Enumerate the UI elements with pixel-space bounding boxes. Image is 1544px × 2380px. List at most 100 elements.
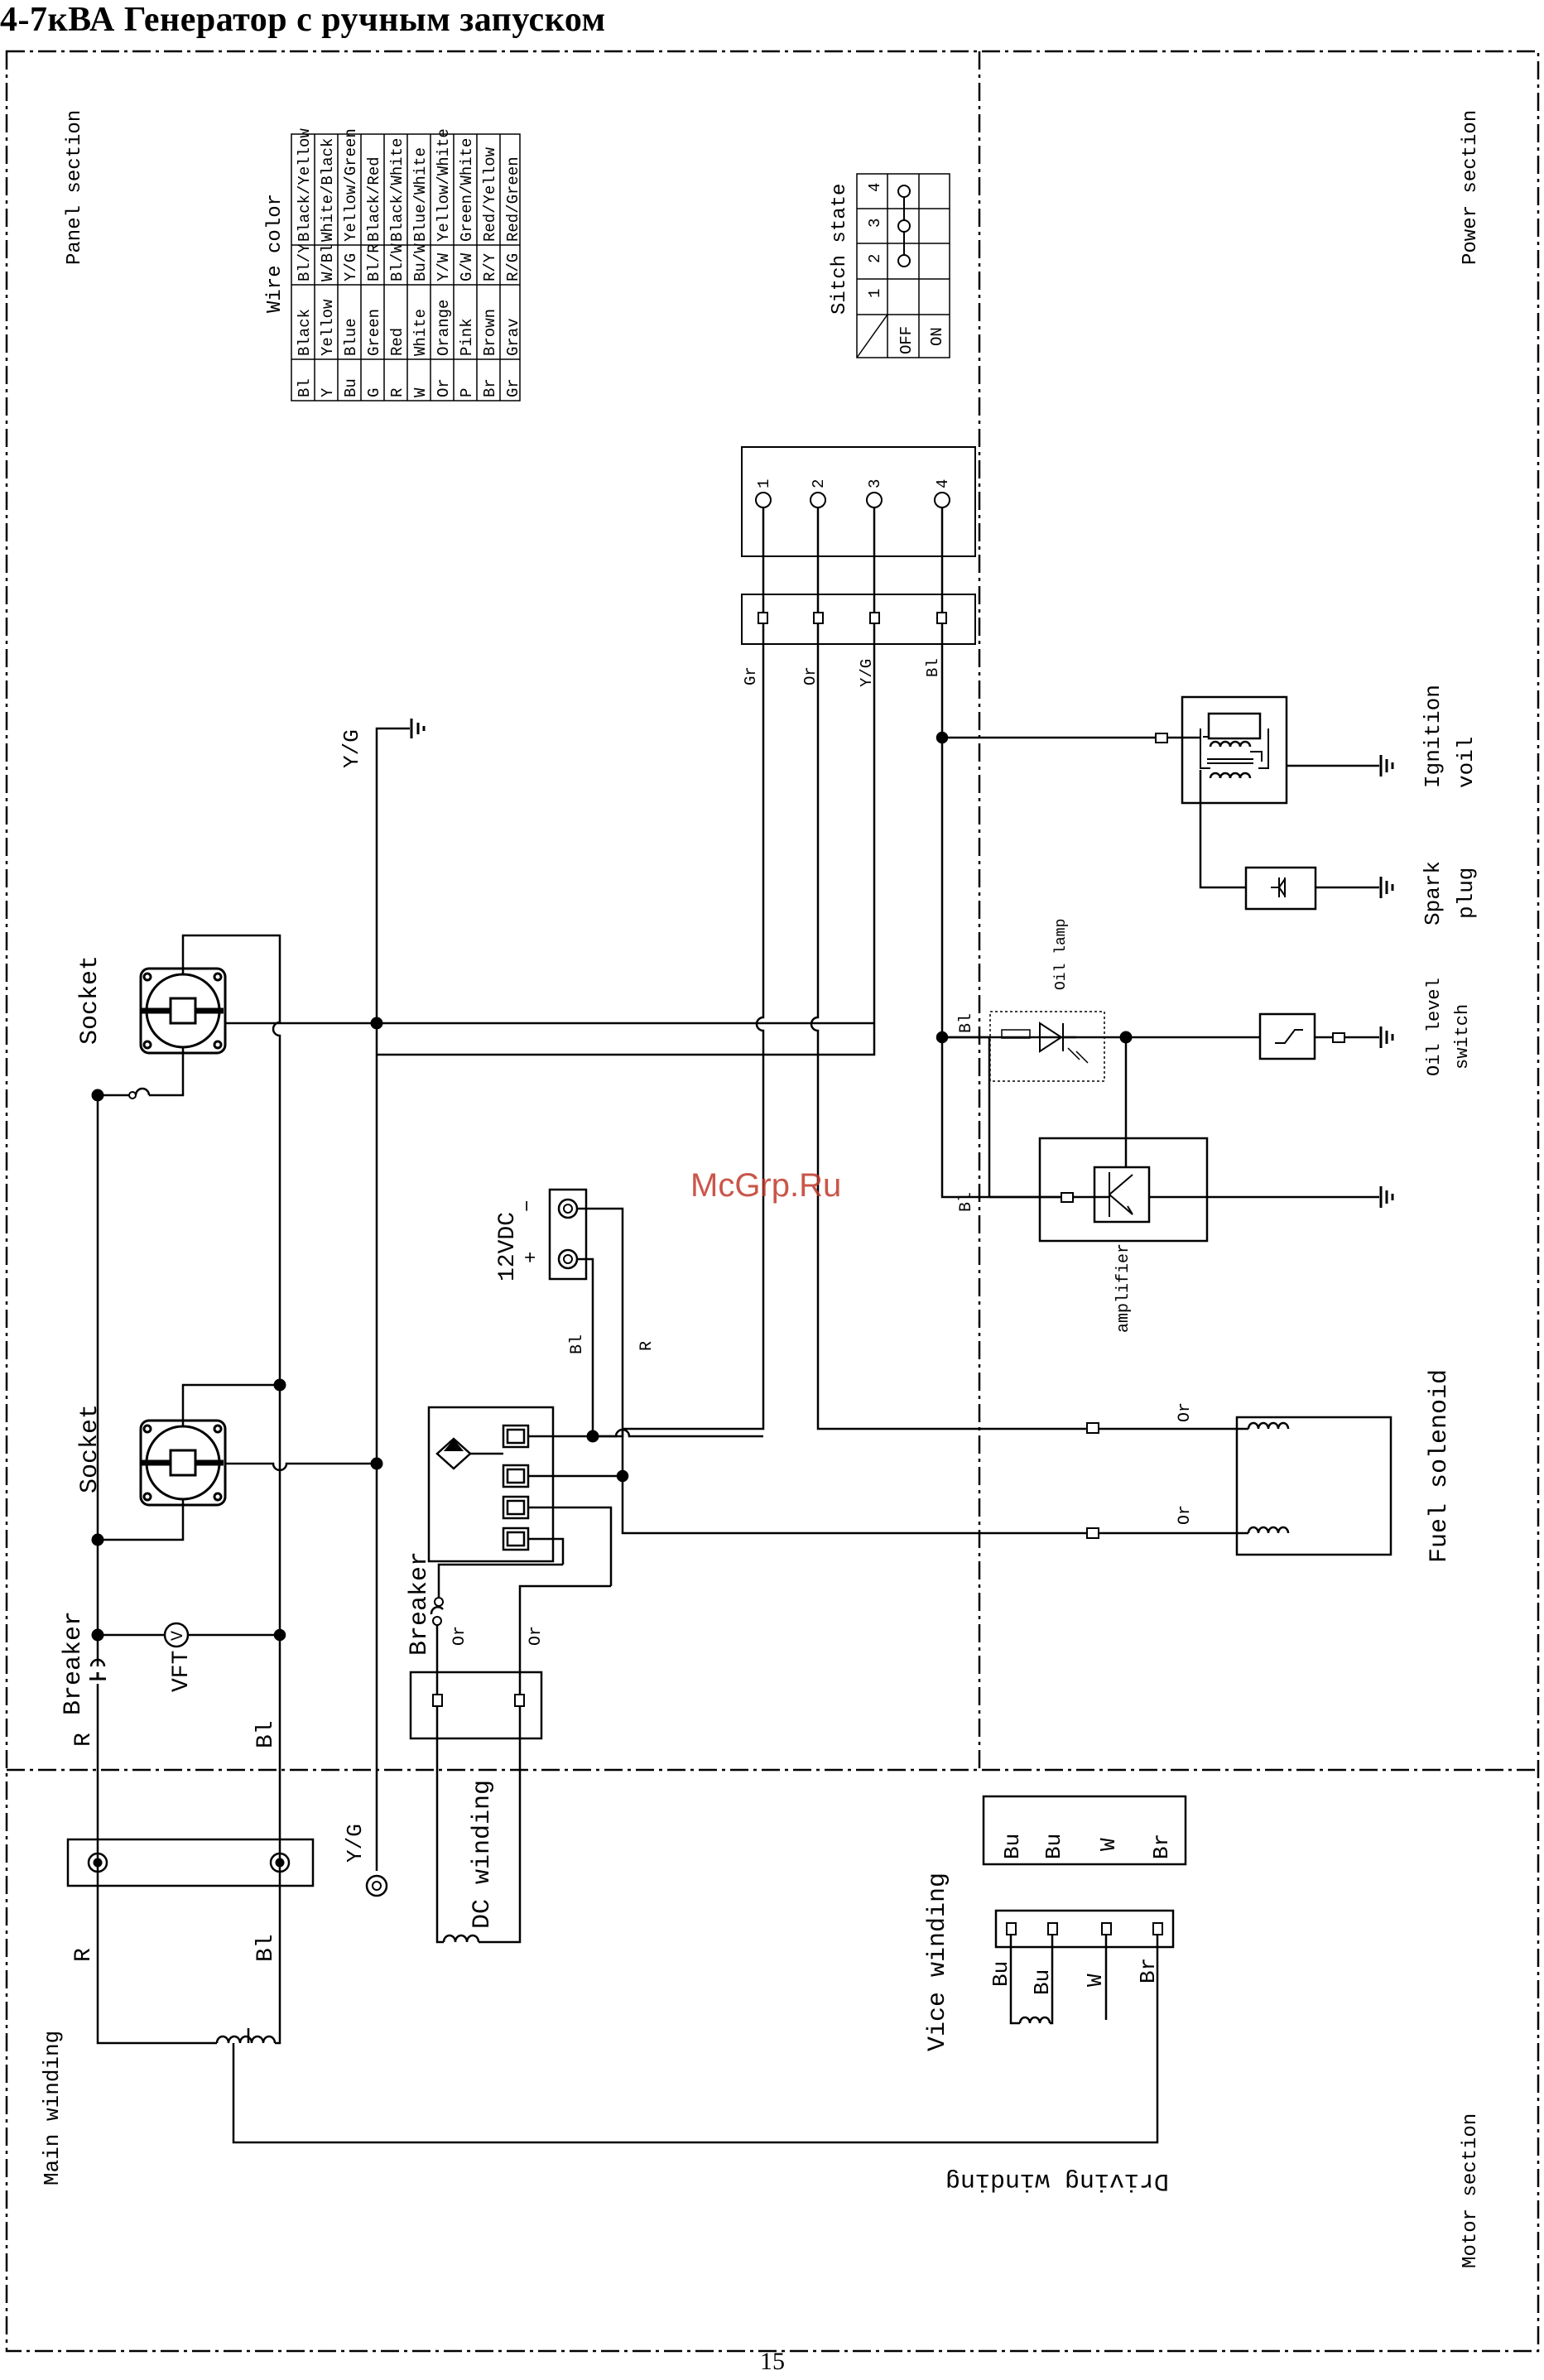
wire-label-yg-bottom: Y/G [343, 1824, 368, 1863]
wire-color-table-title: Wire color [264, 194, 286, 313]
spark-plug: Spark plug [1244, 861, 1479, 926]
wire-color-cell: R/G [504, 253, 522, 281]
voltmeter: VFT V [91, 1622, 280, 1692]
wire-label-fuel-or-2: Or [1176, 1505, 1195, 1525]
rectifier [427, 1406, 623, 1695]
wire-color-cell: W/Bl [319, 243, 337, 281]
section-frame [5, 50, 1540, 2353]
ignition-coil-label-line2: voil [1454, 737, 1479, 788]
wire-color-cell: Red/Green [504, 156, 522, 242]
wire-color-cell: Black/White [388, 138, 406, 242]
wire-label-dc-or-1: Or [450, 1626, 469, 1646]
switch-state-title: Sitch state [829, 184, 851, 315]
vice-box-label-4: Br [1149, 1834, 1174, 1859]
vice-box-label-3: W [1096, 1838, 1121, 1851]
wire-color-cell: Blue [342, 318, 360, 356]
wire-color-table: Wire color BlBlackBl/YBlack/YellowYYello… [264, 128, 522, 401]
wire-color-cell: Black/Yellow [296, 128, 314, 242]
wire-color-cell: Bu/W [411, 243, 430, 281]
wire-label-bl-lower: Bl [253, 1934, 279, 1962]
main-rails [96, 1095, 286, 1863]
wire-label-dc-or-2: Or [527, 1626, 546, 1646]
fuel-solenoid-label: Fuel solenoid [1426, 1369, 1454, 1563]
switch-col-2: 2 [866, 254, 884, 263]
vice-winding-label: Vice winding [924, 1873, 952, 2051]
battery-minus: − [517, 1200, 540, 1212]
main-breaker: Breaker [60, 1611, 106, 1715]
vice-lead-label-1: Bu [988, 1961, 1013, 1987]
wire-color-cell: Yellow/White [435, 128, 453, 242]
driving-winding-label: Driving winding [945, 2166, 1169, 2195]
wire-color-cell: Y/W [435, 252, 453, 281]
spark-plug-label-line2: plug [1454, 868, 1479, 919]
switch-wire-or: Or [801, 666, 820, 685]
wire-color-cell: Or [435, 378, 453, 397]
motor-section-label: Motor section [1460, 2113, 1482, 2268]
vice-winding: Bu Bu W Br Bu Bu W Br Vice winding [924, 1795, 1187, 2051]
ignition-coil: Ignition voil [1155, 685, 1479, 889]
wire-color-cell: Bl [296, 378, 314, 397]
wire-color-cell: Orange [435, 300, 453, 356]
amplifier: amplifier Bl [957, 1137, 1394, 1333]
wire-color-cell: White [411, 309, 430, 356]
wire-color-cell: Gr [504, 378, 522, 397]
wire-label-battery-bl: Bl [568, 1334, 587, 1354]
dc-breaker: Breaker Or Or [406, 1551, 546, 1695]
socket-lower-label: Socket [76, 1404, 104, 1493]
wire-color-cell: Yellow [319, 299, 337, 356]
battery-plus: + [521, 1252, 543, 1263]
ground-yg-top: Y/G [339, 719, 426, 1871]
wire-label-r-lower: R [71, 1948, 97, 1962]
wire-color-cell: Pink [458, 318, 476, 356]
dc-breaker-label: Breaker [406, 1551, 434, 1656]
main-breaker-label: Breaker [60, 1611, 88, 1715]
switch-state-table: Sitch state 1 2 3 4 OFF ON [829, 173, 950, 358]
wire-color-cell: W [411, 387, 430, 397]
page-number: 15 [760, 2348, 785, 2375]
switch-row-on: ON [928, 327, 946, 346]
wire-label-fuel-or-1: Or [1176, 1402, 1195, 1422]
oil-lamp: Oil lamp Bl [957, 919, 1260, 1138]
wire-label-yg-top: Y/G [339, 729, 364, 768]
switch-terminal-2: 2 [810, 479, 828, 488]
wire-color-cell: Black/Red [365, 156, 383, 242]
switch-row-off: OFF [897, 326, 916, 354]
wire-label-amp-bl: Bl [957, 1192, 976, 1212]
oil-level-switch: Oil level switch [1258, 978, 1473, 1076]
ignition-switch: 1 2 3 4 Gr Or Y/G Bl [741, 446, 976, 687]
wire-color-cell: Red/Yellow [481, 147, 499, 242]
battery-label: 12VDC [495, 1212, 521, 1281]
switch-wire-gr: Gr [742, 666, 760, 685]
wire-color-cell: Green/White [458, 138, 476, 242]
wire-color-cell: Bl/R [365, 243, 383, 281]
socket-upper: Socket [76, 934, 874, 1391]
wire-color-cell: Bu [342, 378, 360, 397]
switch-wire-yg: Y/G [858, 659, 876, 687]
wire-color-cell: Brown [481, 309, 499, 356]
main-winding: Main winding Driving winding [40, 1863, 1169, 2195]
wire-color-cell: Grav [504, 318, 522, 356]
wire-color-cell: R/Y [481, 252, 499, 281]
switch-wires [377, 623, 1156, 1430]
wire-color-cell: R [388, 388, 406, 397]
oil-lamp-label: Oil lamp [1053, 919, 1070, 990]
switch-col-4: 4 [866, 183, 884, 192]
socket-lower: Socket [76, 1378, 383, 1546]
dc-winding: DC winding [409, 1671, 543, 1944]
main-terminal-block [66, 1838, 315, 1887]
ignition-coil-label-line1: Ignition [1421, 685, 1445, 788]
wire-color-cell: Green [365, 309, 383, 356]
oil-level-switch-label-line1: Oil level [1424, 978, 1445, 1076]
page-title: 4-7кВА Генератор с ручным запуском [0, 1, 606, 39]
oil-level-switch-label-line2: switch [1452, 1004, 1473, 1070]
vice-box-label-1: Bu [1000, 1834, 1025, 1859]
wire-color-cell: G [365, 388, 383, 397]
wire-label-battery-r: R [637, 1341, 657, 1351]
wire-color-cell: Red [388, 328, 406, 356]
wire-color-cell: Black [296, 309, 314, 356]
spark-plug-label-line1: Spark [1421, 861, 1445, 926]
wire-color-cell: Bl/Y [296, 243, 314, 281]
panel-section-label: Panel section [64, 110, 86, 265]
switch-col-3: 3 [866, 219, 884, 228]
